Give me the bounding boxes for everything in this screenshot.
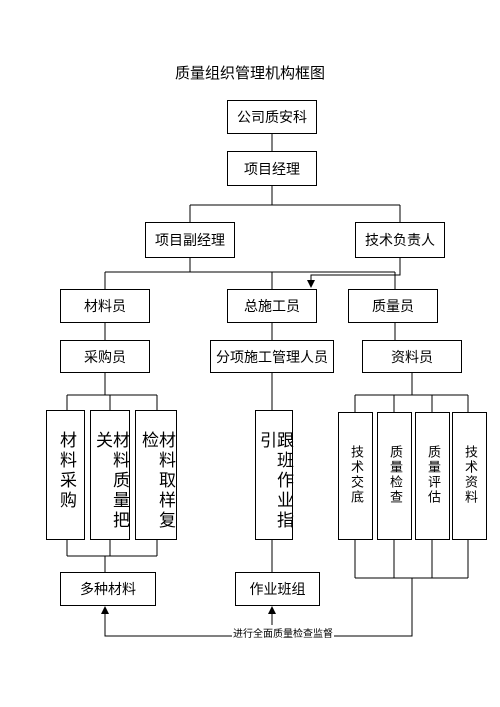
node-material-sampling-label: 材料取样复检	[138, 431, 175, 531]
node-chief-engineer: 总施工员	[227, 289, 317, 323]
node-material-quality-control-label: 材料质量把关	[92, 431, 129, 531]
node-material-quality-control: 材料质量把关	[90, 410, 130, 540]
node-buyer: 采购员	[60, 340, 150, 373]
node-follow-guidance: 跟班作业指引	[255, 410, 293, 540]
node-project-manager: 项目经理	[227, 151, 317, 186]
diagram-title: 质量组织管理机构框图	[174, 64, 325, 82]
node-quality-evaluation-label: 质量评估	[425, 445, 440, 505]
node-tech-lead: 技术负责人	[355, 222, 445, 258]
node-quality-inspection-label: 质量检查	[387, 445, 402, 505]
node-material-officer: 材料员	[60, 289, 150, 323]
node-tech-briefing-label: 技术交底	[348, 445, 363, 505]
line-techlead-to-chief	[307, 258, 401, 288]
node-follow-guidance-label: 跟班作业指引	[256, 431, 293, 531]
node-various-materials: 多种材料	[60, 572, 156, 606]
node-tech-briefing: 技术交底	[338, 412, 373, 540]
node-quality-officer: 质量员	[348, 289, 438, 323]
node-tech-documents-label: 技术资料	[462, 445, 477, 505]
node-work-team: 作业班组	[235, 572, 320, 606]
node-quality-evaluation: 质量评估	[415, 412, 450, 540]
node-material-sampling: 材料取样复检	[135, 410, 177, 540]
node-company-qa: 公司质安科	[227, 100, 317, 134]
node-document-officer: 资料员	[362, 340, 462, 373]
node-deputy-manager: 项目副经理	[145, 222, 235, 258]
node-material-purchase: 材料采购	[46, 410, 85, 540]
node-sub-construction-manager: 分项施工管理人员	[210, 340, 334, 373]
node-tech-documents: 技术资料	[452, 412, 487, 540]
node-material-purchase-label: 材料采购	[56, 431, 76, 511]
supervision-caption: 进行全面质量检查监督	[232, 625, 334, 640]
node-quality-inspection: 质量检查	[377, 412, 412, 540]
